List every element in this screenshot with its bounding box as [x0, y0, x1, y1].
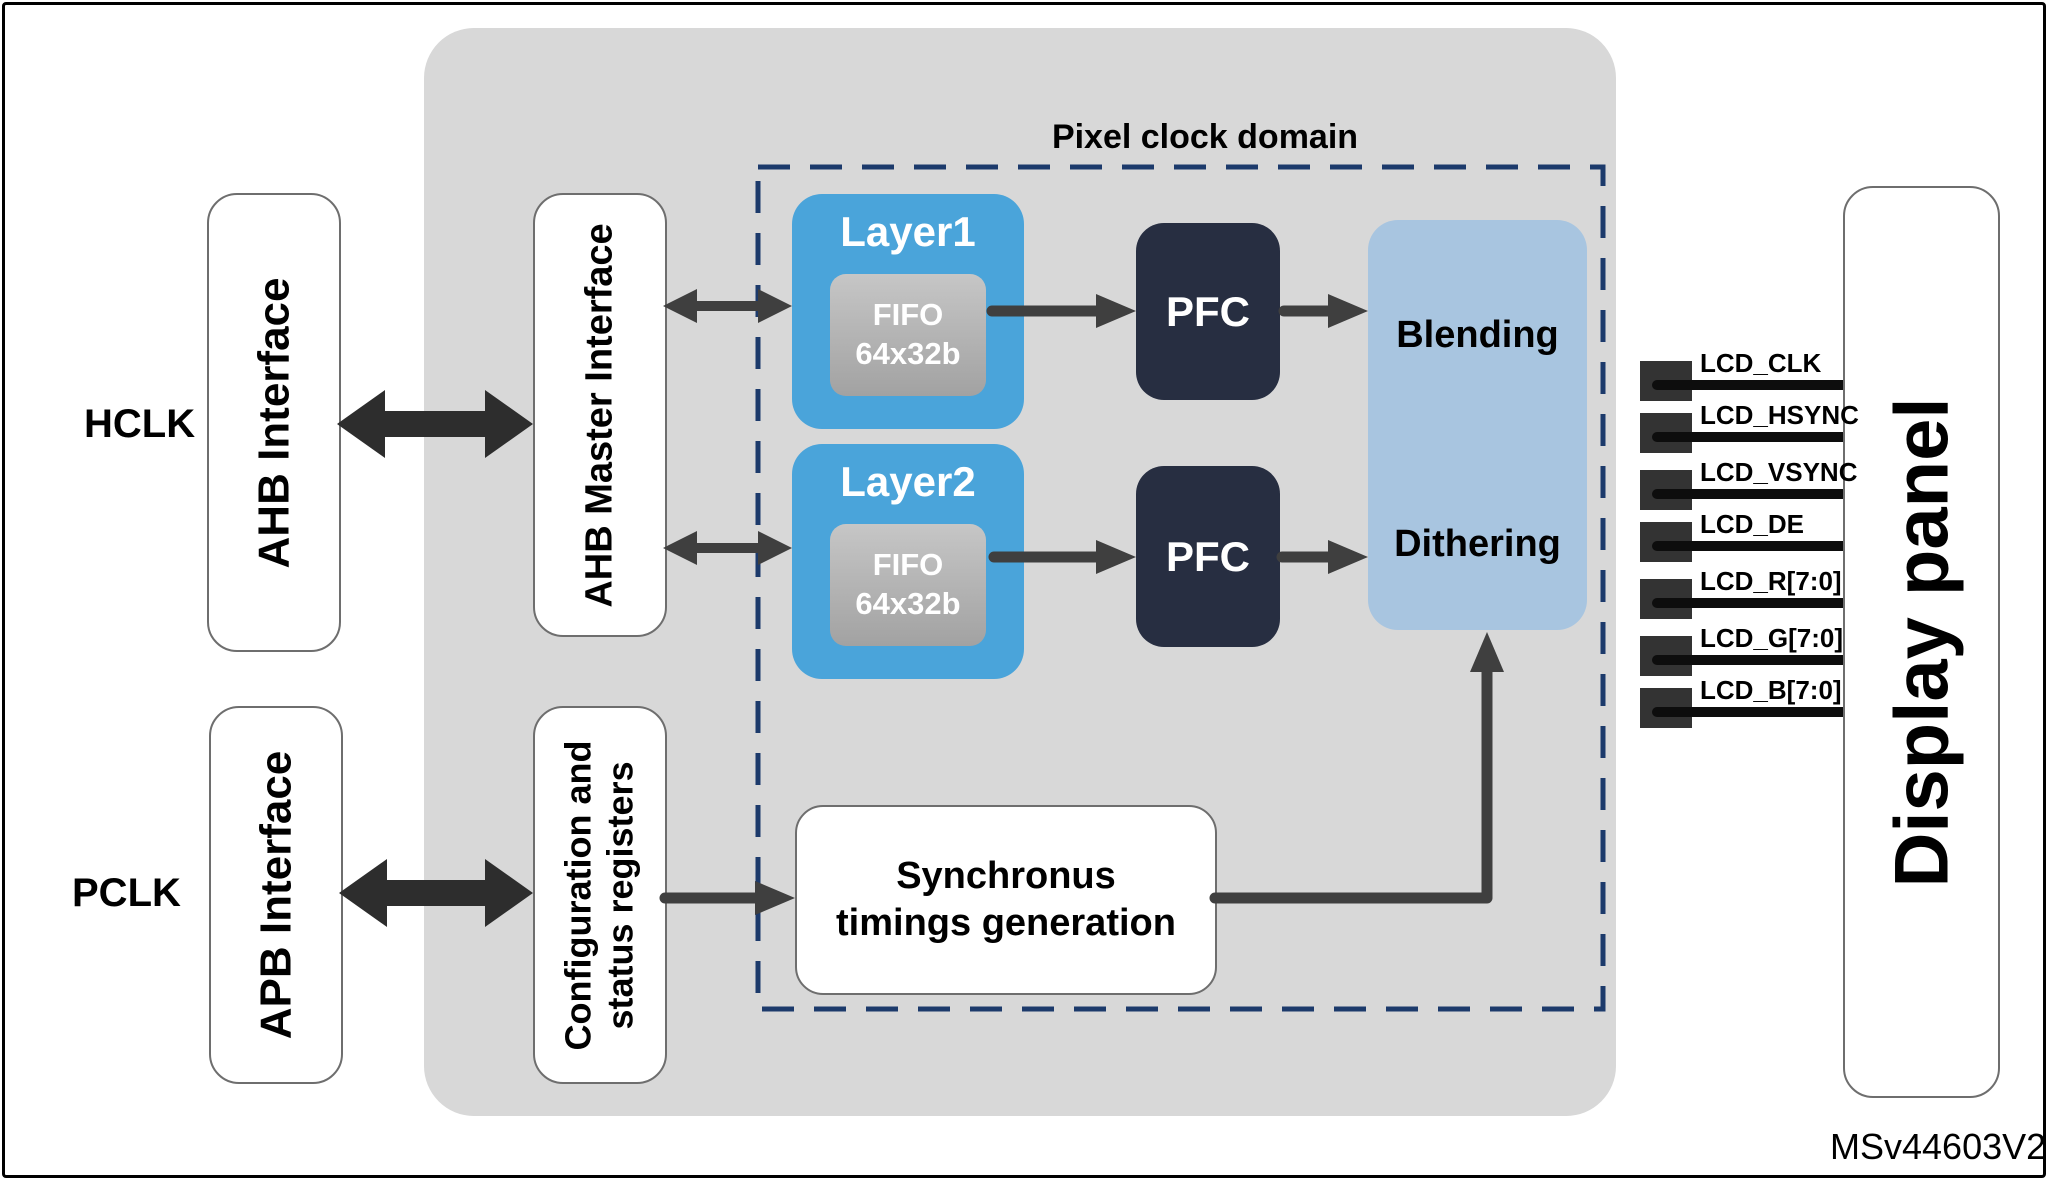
layer2-fifo-label: FIFO 64x32b	[855, 546, 960, 624]
fifo-line2: 64x32b	[855, 336, 961, 371]
display-panel-block: Display panel	[1843, 186, 2000, 1098]
layer2-fifo-block: FIFO 64x32b	[830, 524, 986, 646]
sync-line1: Synchronus	[896, 854, 1116, 897]
signal-label: LCD_DE	[1700, 509, 1805, 539]
signal-row-lcd-r: LCD_R[7:0]	[1616, 567, 1843, 633]
layer1-fifo-label: FIFO 64x32b	[855, 296, 960, 374]
config-registers-line2: status registers	[600, 760, 641, 1030]
signal-row-lcd-b: LCD_B[7:0]	[1616, 676, 1843, 742]
pixel-clock-domain-label: Pixel clock domain	[1051, 118, 1359, 156]
signal-line	[1652, 598, 1843, 608]
fifo-line1: FIFO	[872, 297, 944, 333]
sync-timings-label: Synchronus timings generation	[836, 853, 1176, 948]
signal-label: LCD_HSYNC	[1700, 400, 1859, 430]
signal-line	[1652, 541, 1843, 551]
fifo-line1: FIFO	[872, 547, 944, 583]
ahb-master-interface-block: AHB Master Interface	[533, 193, 667, 637]
signal-line	[1652, 432, 1843, 442]
signal-label: LCD_B[7:0]	[1700, 675, 1842, 705]
signal-line	[1652, 707, 1843, 717]
blending-dithering-block: Blending Dithering	[1368, 220, 1587, 630]
pfc2-label: PFC	[1166, 532, 1250, 580]
layer1-fifo-block: FIFO 64x32b	[830, 274, 986, 396]
signal-line	[1652, 655, 1843, 665]
ahb-interface-block: AHB Interface	[207, 193, 341, 652]
display-panel-label: Display panel	[1879, 397, 1964, 887]
signal-row-lcd-g: LCD_G[7:0]	[1616, 624, 1843, 690]
signal-row-lcd-hsync: LCD_HSYNC	[1616, 401, 1859, 467]
signal-row-lcd-clk: LCD_CLK	[1616, 349, 1843, 415]
sync-timings-block: Synchronus timings generation	[795, 805, 1217, 995]
signal-label: LCD_VSYNC	[1700, 457, 1858, 487]
pfc1-label: PFC	[1166, 287, 1250, 335]
signal-row-lcd-vsync: LCD_VSYNC	[1616, 458, 1857, 524]
sync-line2: timings generation	[836, 902, 1176, 944]
layer2-label: Layer2	[840, 458, 976, 505]
config-status-registers-block: Configuration and status registers	[533, 706, 667, 1084]
hclk-label: HCLK	[84, 402, 196, 446]
layer2-block: Layer2 FIFO 64x32b	[792, 444, 1024, 679]
apb-interface-label: APB Interface	[251, 750, 301, 1040]
apb-interface-block: APB Interface	[209, 706, 343, 1084]
dithering-label: Dithering	[1394, 523, 1561, 565]
pclk-label: PCLK	[72, 871, 181, 915]
signal-label: LCD_CLK	[1700, 348, 1822, 378]
pfc2-block: PFC	[1136, 466, 1280, 647]
signal-label: LCD_G[7:0]	[1700, 623, 1844, 653]
pfc1-block: PFC	[1136, 223, 1280, 400]
signal-label: LCD_R[7:0]	[1700, 566, 1842, 596]
signal-line	[1652, 489, 1843, 499]
figure-id-label: MSv44603V2	[1830, 1126, 2047, 1167]
signal-row-lcd-de: LCD_DE	[1616, 510, 1843, 576]
signal-line	[1652, 380, 1843, 390]
config-status-registers-label: Configuration and status registers	[558, 740, 643, 1050]
layer1-label: Layer1	[840, 208, 976, 255]
config-registers-line1: Configuration and	[557, 740, 599, 1050]
ahb-master-interface-label: AHB Master Interface	[578, 222, 621, 608]
ahb-interface-label: AHB Interface	[249, 277, 298, 568]
blending-label: Blending	[1396, 314, 1559, 356]
layer1-block: Layer1 FIFO 64x32b	[792, 194, 1024, 429]
fifo-line2: 64x32b	[855, 586, 961, 621]
